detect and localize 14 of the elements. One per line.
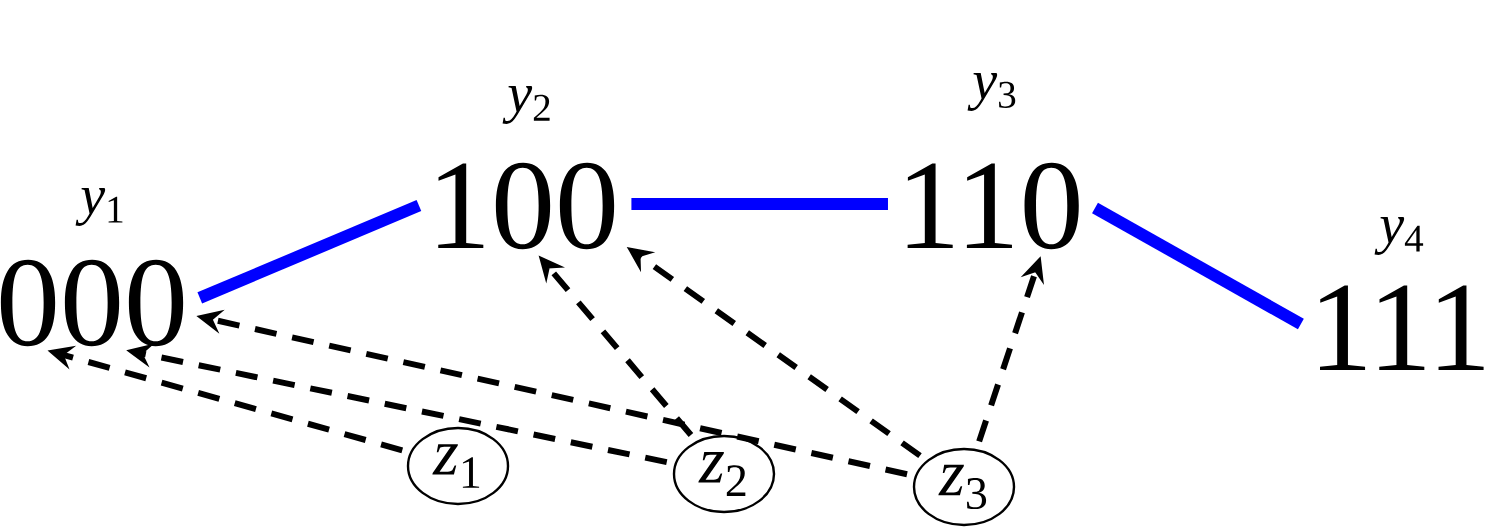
solid-line (631, 198, 888, 210)
node-label: 100 (438, 162, 615, 250)
solid-line (197, 200, 422, 304)
variable-label: y$_{2}$ (502, 86, 550, 124)
variable-label: y$_{3}$ (967, 73, 1016, 111)
ellipse-node: z$_{3}$ (912, 447, 1016, 527)
node-label: 110 (907, 162, 1079, 250)
ellipse-node: z$_{1}$ (406, 426, 510, 506)
solid-line (1092, 202, 1304, 330)
node-label: 111 (1320, 285, 1484, 370)
variable-label: y$_{4}$ (1374, 217, 1424, 255)
variable-label: y$_{1}$ (75, 188, 123, 226)
ellipse-node: z$_{2}$ (672, 434, 776, 514)
node-label: 000 (0, 259, 184, 347)
